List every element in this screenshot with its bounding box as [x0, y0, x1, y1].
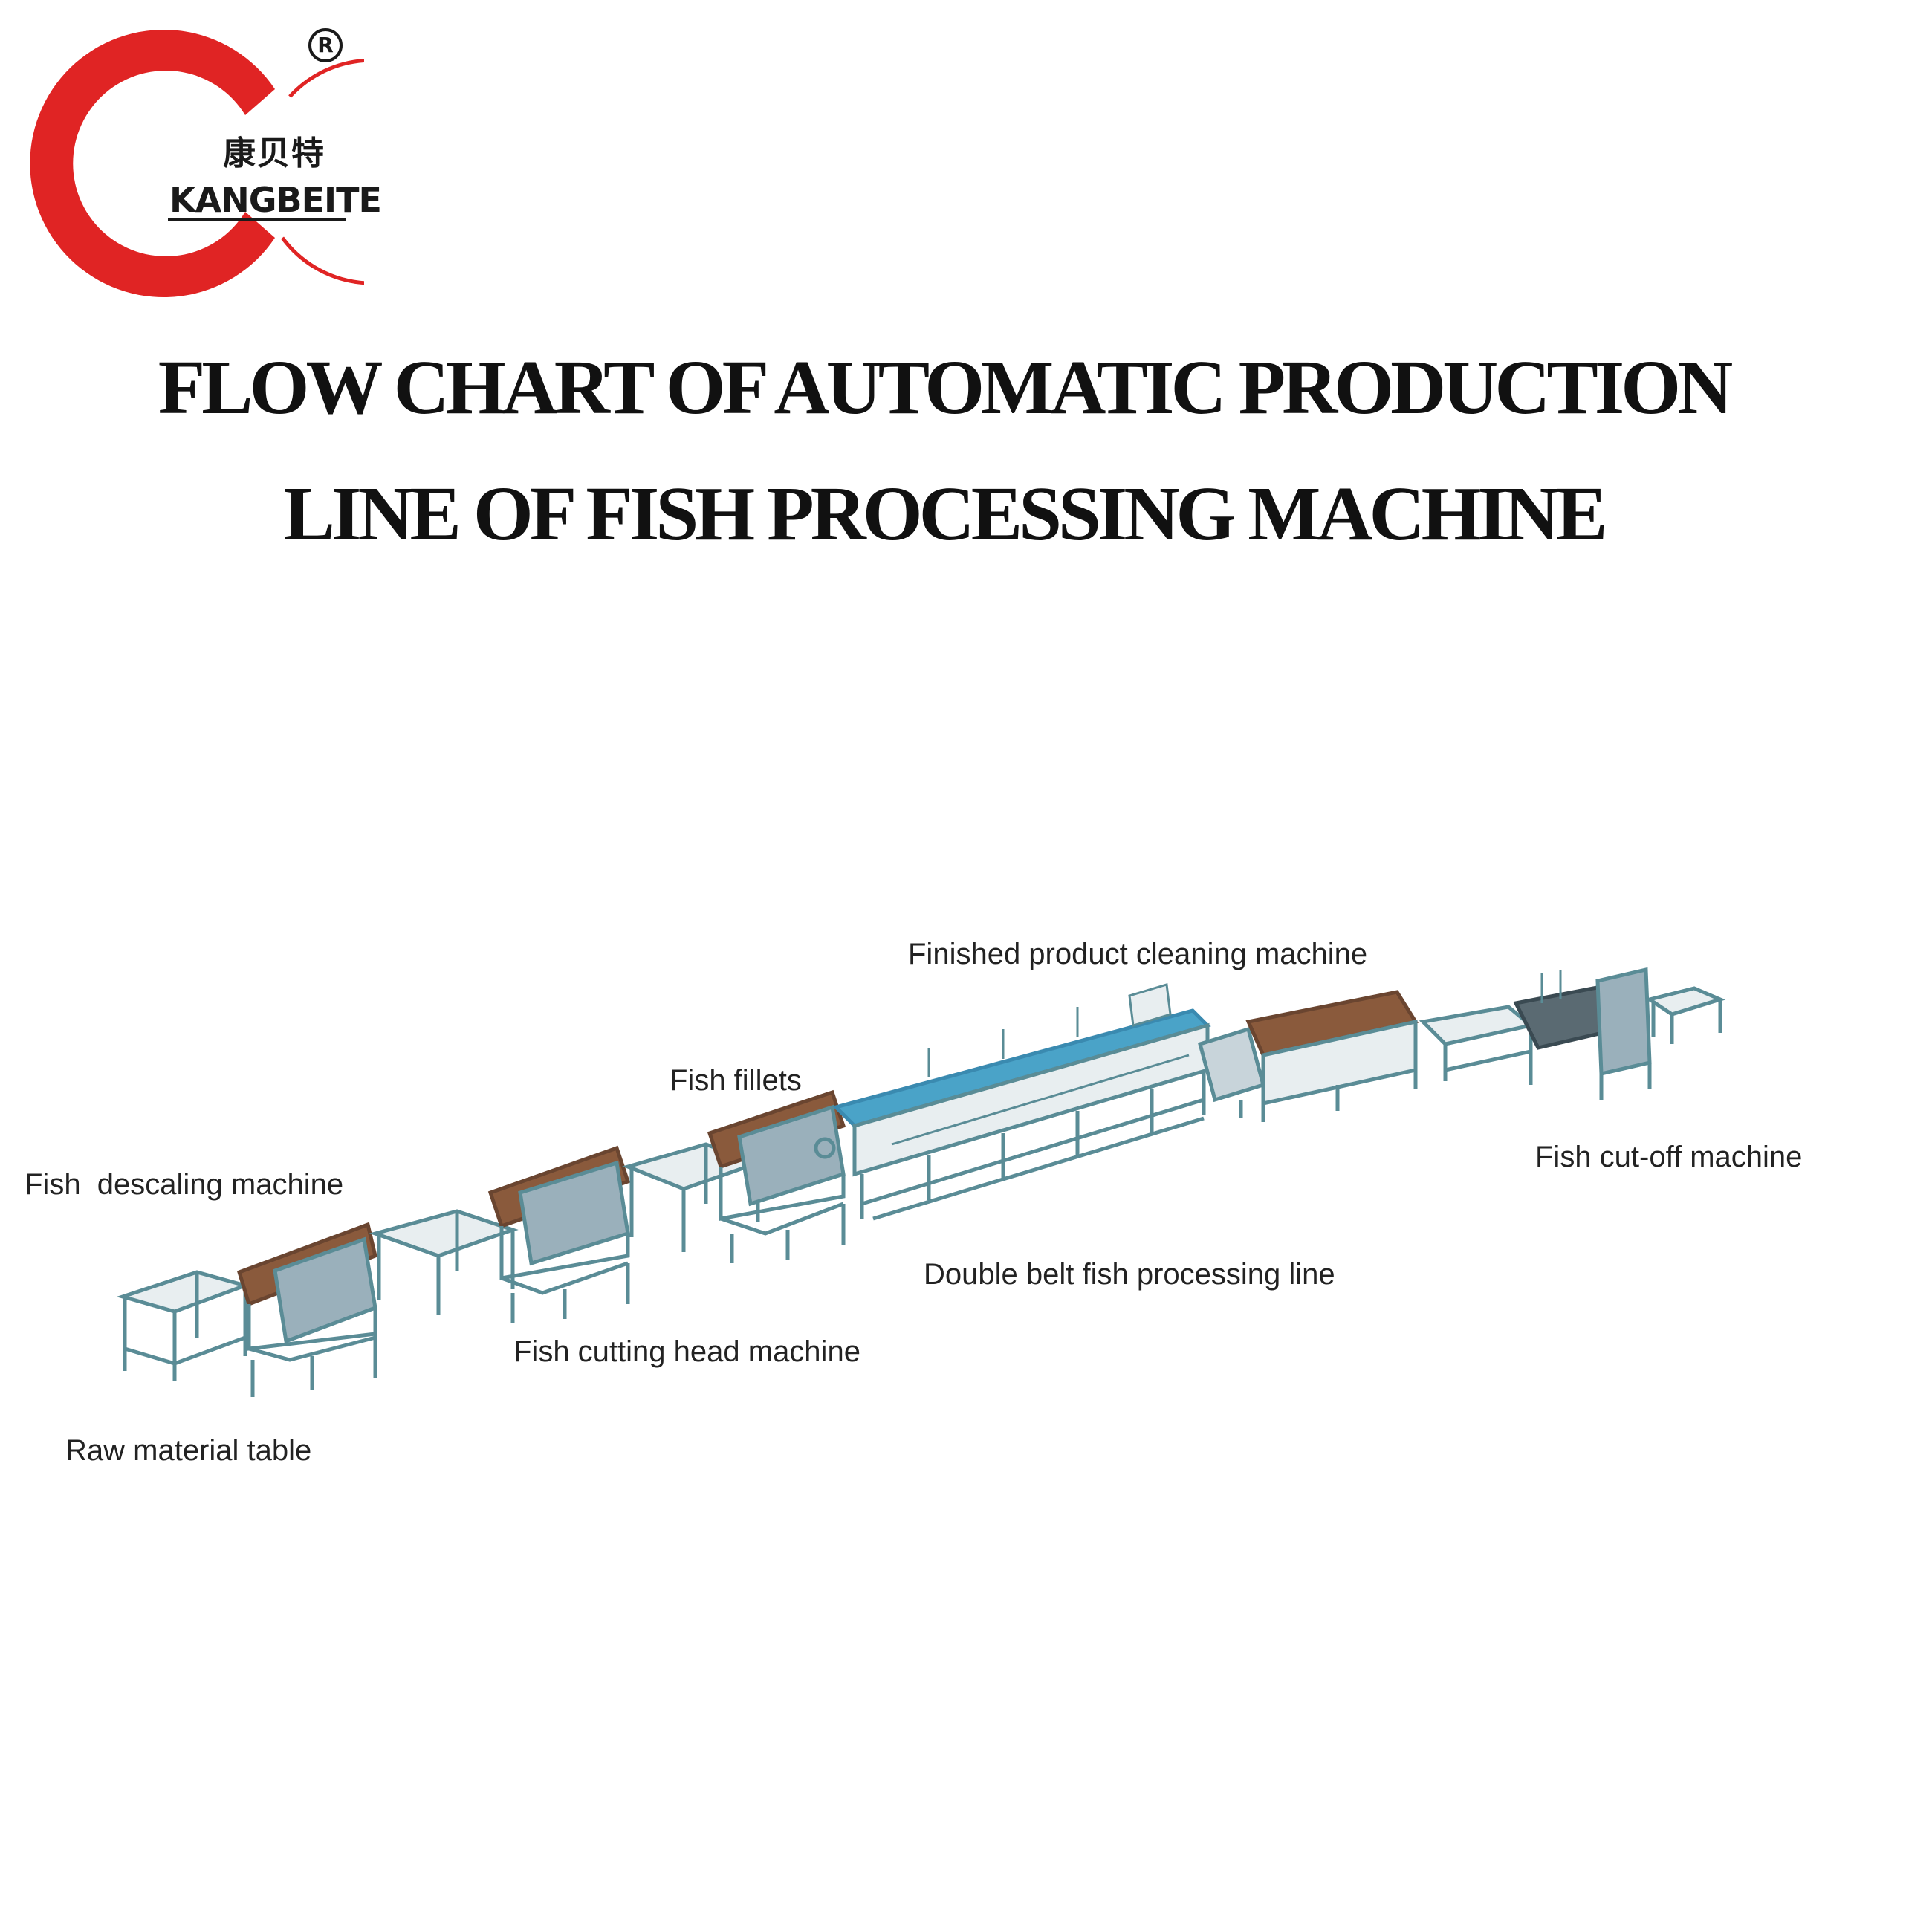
label-fish-cutting-head-machine: Fish cutting head machine — [513, 1335, 860, 1368]
label-raw-material-table: Raw material table — [65, 1434, 312, 1467]
label-fish-cut-off-machine: Fish cut-off machine — [1535, 1141, 1803, 1173]
registered-mark-icon: R — [308, 28, 343, 62]
production-line-illustration — [116, 967, 1726, 1397]
cleaning-machine-drawing — [1197, 990, 1419, 1122]
transfer-conveyor-drawing — [1419, 1005, 1535, 1081]
double-belt-line-drawing — [832, 983, 1211, 1221]
transfer-table-2-drawing — [369, 1209, 519, 1315]
page-title-line-2: LINE OF FISH PROCESSING MACHINE — [283, 471, 1608, 557]
raw-material-table-drawing — [116, 1270, 252, 1381]
logo-english-name: KANGBEITE — [169, 180, 382, 220]
descaling-machine-drawing — [236, 1222, 377, 1397]
label-double-belt-line: Double belt fish processing line — [924, 1258, 1335, 1291]
cut-off-machine-drawing — [1513, 967, 1652, 1100]
label-fish-fillets: Fish fillets — [670, 1064, 802, 1097]
fish-fillet-machine-drawing — [707, 1089, 846, 1263]
brand-logo: 康贝特 KANGBEITE R — [22, 15, 382, 327]
page-title-line-1: FLOW CHART OF AUTOMATIC PRODUCTION — [158, 345, 1734, 430]
label-fish-descaling-machine: Fish descaling machine — [25, 1168, 344, 1201]
logo-underline — [168, 218, 346, 221]
cutting-head-machine-drawing — [487, 1145, 631, 1323]
logo-chinese-name: 康贝特 — [223, 134, 325, 172]
label-finished-product-cleaning: Finished product cleaning machine — [908, 938, 1368, 970]
logo-ring-icon — [30, 30, 364, 298]
outfeed-table-drawing — [1644, 986, 1726, 1044]
